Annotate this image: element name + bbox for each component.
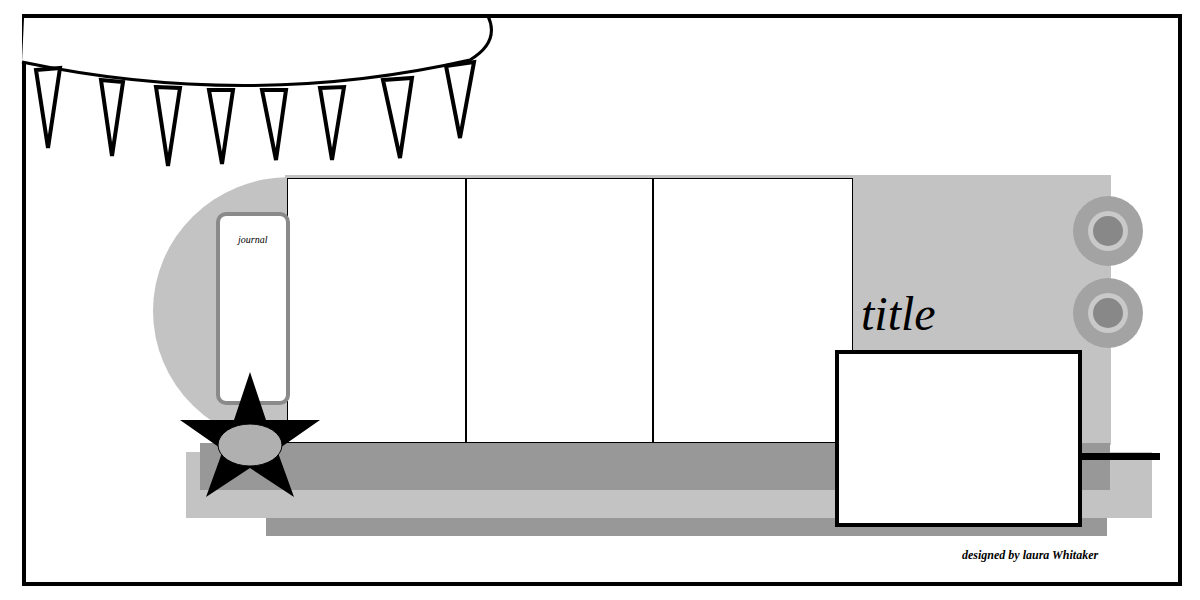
title-box: title — [835, 350, 1082, 527]
box-heading: title — [861, 288, 936, 341]
bunting-flags — [36, 62, 474, 166]
star-center — [218, 424, 282, 466]
page-frame — [24, 16, 1180, 584]
round-embellishments — [1073, 196, 1143, 348]
photo-blocks — [288, 179, 853, 443]
accent-line — [1080, 453, 1160, 460]
box-heading: journal — [238, 234, 267, 245]
designer-credit: designed by laura Whitaker — [962, 548, 1098, 563]
bunting-line — [22, 16, 491, 86]
star — [180, 372, 320, 497]
journal-box: journal — [216, 212, 290, 405]
